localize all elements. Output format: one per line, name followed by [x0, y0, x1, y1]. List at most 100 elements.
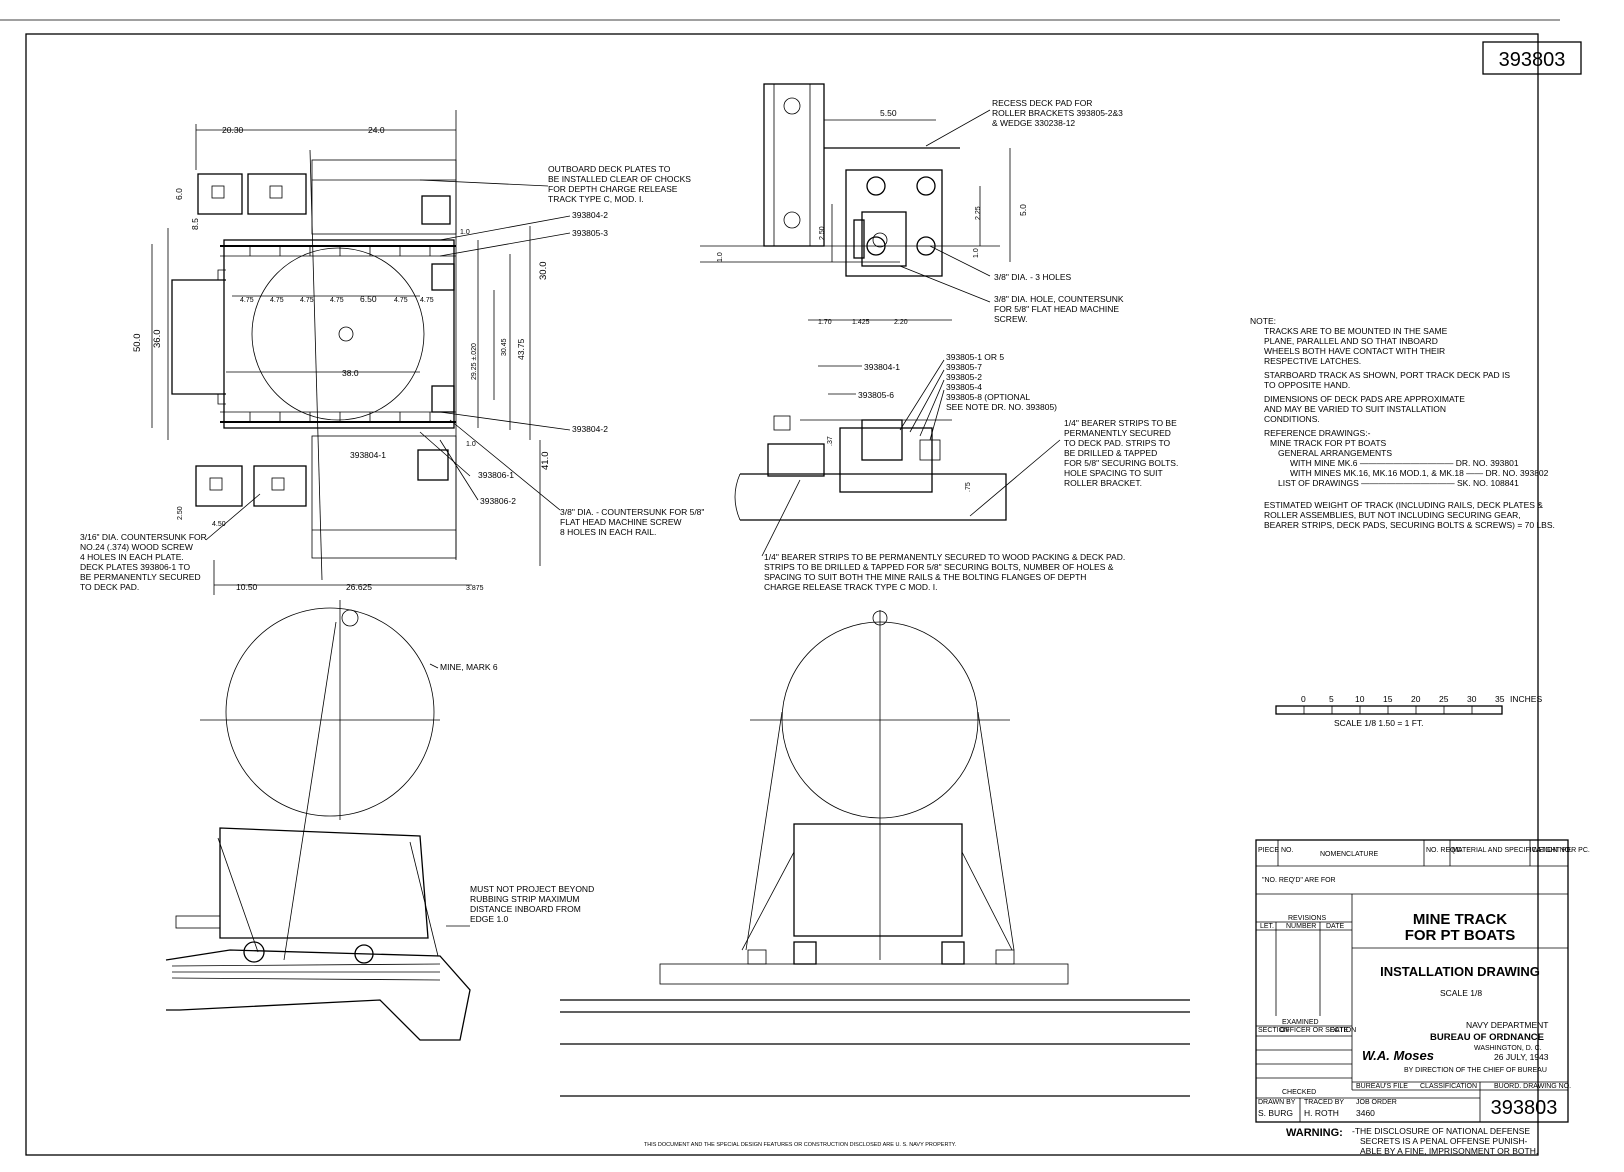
reqd-note: "NO. REQ'D" ARE FOR [1262, 877, 1336, 884]
scale-tick-0: 0 [1301, 694, 1306, 704]
notes-block: NOTE: TRACKS ARE TO BE MOUNTED IN THE SA… [1250, 316, 1555, 530]
svg-text:STRIPS TO BE DRILLED & TAPPED: STRIPS TO BE DRILLED & TAPPED FOR 5/8" S… [764, 562, 1114, 572]
svg-text:& WEDGE 330238-12: & WEDGE 330238-12 [992, 118, 1075, 128]
dim-1-425: 1.425 [852, 319, 870, 326]
svg-text:PLANE, PARALLEL AND SO THAT IN: PLANE, PARALLEL AND SO THAT INBOARD [1264, 336, 1438, 346]
title-line1: MINE TRACK [1413, 911, 1507, 928]
exam-col-officer: OFFICER OR SECTION [1280, 1027, 1356, 1034]
dim-1-0-a: 1.0 [460, 229, 470, 236]
plan-view: 20.30 24.0 6.0 8.5 [80, 110, 704, 595]
section-label-393805-1-or-5: 393805-1 OR 5 [946, 352, 1004, 362]
front-view [560, 610, 1190, 1097]
svg-text:MINE TRACK FOR PT BOATS: MINE TRACK FOR PT BOATS [1270, 438, 1387, 448]
dim-30-0: 30.0 [538, 262, 549, 281]
dim-50-0: 50.0 [132, 334, 143, 353]
dim-5-50: 5.50 [880, 108, 897, 118]
svg-text:BE DRILLED & TAPPED: BE DRILLED & TAPPED [1064, 448, 1157, 458]
callout-393805-3: 393805-3 [572, 228, 608, 238]
svg-text:EDGE 1.0: EDGE 1.0 [470, 914, 509, 924]
mine-outline-plan [251, 247, 425, 421]
scale-tick-10: 10 [1355, 694, 1365, 704]
svg-text:8 HOLES IN EACH RAIL.: 8 HOLES IN EACH RAIL. [560, 527, 656, 537]
drawn-by: S. BURG [1258, 1108, 1293, 1118]
svg-text:WITH MINE MK.6 ——————————— DR.: WITH MINE MK.6 ——————————— DR. NO. 39380… [1290, 458, 1519, 468]
footer-property-notice: THIS DOCUMENT AND THE SPECIAL DESIGN FEA… [644, 1142, 957, 1148]
traced-by-label: TRACED BY [1304, 1099, 1344, 1106]
revisions-heading: REVISIONS [1288, 915, 1326, 922]
dim-0-37: .37 [827, 436, 834, 446]
svg-text:FOR 5/8" FLAT HEAD MACHINE: FOR 5/8" FLAT HEAD MACHINE [994, 304, 1119, 314]
dim-26-625: 26.625 [346, 582, 372, 592]
warning-line1: -THE DISCLOSURE OF NATIONAL DEFENSE [1352, 1126, 1530, 1136]
scale-unit: INCHES [1510, 694, 1542, 704]
sheet-border [0, 19, 1560, 1156]
dim-4-75-d: 4.75 [330, 297, 344, 304]
svg-text:FLAT HEAD MACHINE SCREW: FLAT HEAD MACHINE SCREW [560, 517, 682, 527]
callout-393804-1: 393804-1 [350, 450, 386, 460]
svg-text:1/4" BEARER STRIPS TO BE PERMA: 1/4" BEARER STRIPS TO BE PERMANENTLY SEC… [764, 552, 1125, 562]
job-order-label: JOB ORDER [1356, 1099, 1397, 1106]
svg-text:BEARER STRIPS, DECK PADS, SECU: BEARER STRIPS, DECK PADS, SECURING BOLTS… [1264, 520, 1555, 530]
dim-4-75-e: 4.75 [394, 297, 408, 304]
section-label-393805-7: 393805-7 [946, 362, 982, 372]
note-bearer-bottom: 1/4" BEARER STRIPS TO BE PERMANENTLY SEC… [761, 479, 1125, 592]
svg-text:3/16" DIA. COUNTERSUNK FOR: 3/16" DIA. COUNTERSUNK FOR [80, 532, 207, 542]
callout-393806-1: 393806-1 [478, 470, 514, 480]
svg-text:DECK PLATES 393806-1 TO: DECK PLATES 393806-1 TO [80, 562, 190, 572]
note-recess: RECESS DECK PAD FOR ROLLER BRACKETS 3938… [992, 98, 1123, 128]
section-label-393805-4: 393805-4 [946, 382, 982, 392]
svg-text:BE PERMANENTLY SECURED: BE PERMANENTLY SECURED [80, 572, 201, 582]
dim-4-75-b: 4.75 [270, 297, 284, 304]
label-mine-mark-6: MINE, MARK 6 [440, 662, 498, 672]
note-rubbing-strip: MUST NOT PROJECT BEYOND RUBBING STRIP MA… [470, 884, 594, 924]
detail-top: 5.50 5.0 2.25 1.0 2.50 1.0 1.70 1.425 2.… [700, 83, 1124, 326]
dim-4-50: 4.50 [212, 521, 226, 528]
dim-4-75-f: 4.75 [420, 297, 434, 304]
classification-label: CLASSIFICATION [1420, 1083, 1477, 1090]
buord-number: 393803 [1491, 1097, 1558, 1119]
note-outboard: OUTBOARD DECK PLATES TO BE INSTALLED CLE… [548, 164, 691, 204]
svg-text:BE INSTALLED CLEAR OF CHOCKS: BE INSTALLED CLEAR OF CHOCKS [548, 174, 691, 184]
header-material: MATERIAL AND SPECIFICATION NO. [1452, 847, 1572, 854]
svg-text:TO OPPOSITE HAND.: TO OPPOSITE HAND. [1264, 380, 1350, 390]
buord-number-label: BUORD. DRAWING NO. [1494, 1083, 1571, 1090]
scale-tick-15: 15 [1383, 694, 1393, 704]
dim-3-875: 3.875 [466, 585, 484, 592]
side-view: MINE, MARK 6 MUST NOT PROJECT BEYOND RUB… [165, 600, 594, 1041]
svg-text:MUST NOT PROJECT BEYOND: MUST NOT PROJECT BEYOND [470, 884, 594, 894]
notes-heading: NOTE: [1250, 316, 1276, 326]
header-weight: WEIGHT PER PC. [1532, 847, 1590, 854]
svg-text:PERMANENTLY SECURED: PERMANENTLY SECURED [1064, 428, 1171, 438]
rail-hatching [249, 246, 431, 422]
section-label-see-note: SEE NOTE DR. NO. 393805) [946, 402, 1057, 412]
warning-block: WARNING: -THE DISCLOSURE OF NATIONAL DEF… [1286, 1126, 1538, 1156]
scale-tick-5: 5 [1329, 694, 1334, 704]
dim-20-30: 20.30 [222, 125, 244, 135]
dim-30-45: 30.45 [501, 338, 508, 356]
checked-label: CHECKED [1282, 1089, 1316, 1096]
dim-1-0-d: 1.0 [717, 252, 724, 262]
svg-text:SCREW.: SCREW. [994, 314, 1028, 324]
svg-text:ROLLER BRACKETS 393805-2&3: ROLLER BRACKETS 393805-2&3 [992, 108, 1123, 118]
svg-text:ROLLER BRACKET.: ROLLER BRACKET. [1064, 478, 1142, 488]
section-label-393804-1: 393804-1 [864, 362, 900, 372]
dim-43-75: 43.75 [516, 338, 526, 360]
dim-24-0: 24.0 [368, 125, 385, 135]
title-scale: SCALE 1/8 [1440, 988, 1482, 998]
title-block: PIECE NO. NOMENCLATURE NO. REQ'D MATERIA… [1255, 839, 1590, 1123]
warning-line3: ABLE BY A FINE, IMPRISONMENT OR BOTH. [1360, 1146, 1538, 1156]
dim-1-70: 1.70 [818, 319, 832, 326]
city: WASHINGTON, D. C. [1474, 1045, 1542, 1052]
svg-text:CHARGE RELEASE TRACK TYPE C MO: CHARGE RELEASE TRACK TYPE C MOD. I. [764, 582, 938, 592]
svg-text:FOR 5/8" SECURING BOLTS.: FOR 5/8" SECURING BOLTS. [1064, 458, 1178, 468]
svg-text:STARBOARD TRACK AS SHOWN, PORT: STARBOARD TRACK AS SHOWN, PORT TRACK DEC… [1264, 370, 1510, 380]
dim-36-0: 36.0 [152, 330, 163, 349]
svg-text:3/8" DIA. - COUNTERSUNK FOR 5/: 3/8" DIA. - COUNTERSUNK FOR 5/8" [560, 507, 704, 517]
dim-6-0: 6.0 [174, 188, 184, 200]
dim-2-20: 2.20 [894, 319, 908, 326]
dim-2-25: 2.25 [975, 206, 982, 220]
section-label-393805-8: 393805-8 (OPTIONAL [946, 392, 1030, 402]
note-countersunk-hole: 3/8" DIA. HOLE, COUNTERSUNK FOR 5/8" FLA… [994, 294, 1124, 324]
svg-text:RUBBING STRIP MAXIMUM: RUBBING STRIP MAXIMUM [470, 894, 579, 904]
